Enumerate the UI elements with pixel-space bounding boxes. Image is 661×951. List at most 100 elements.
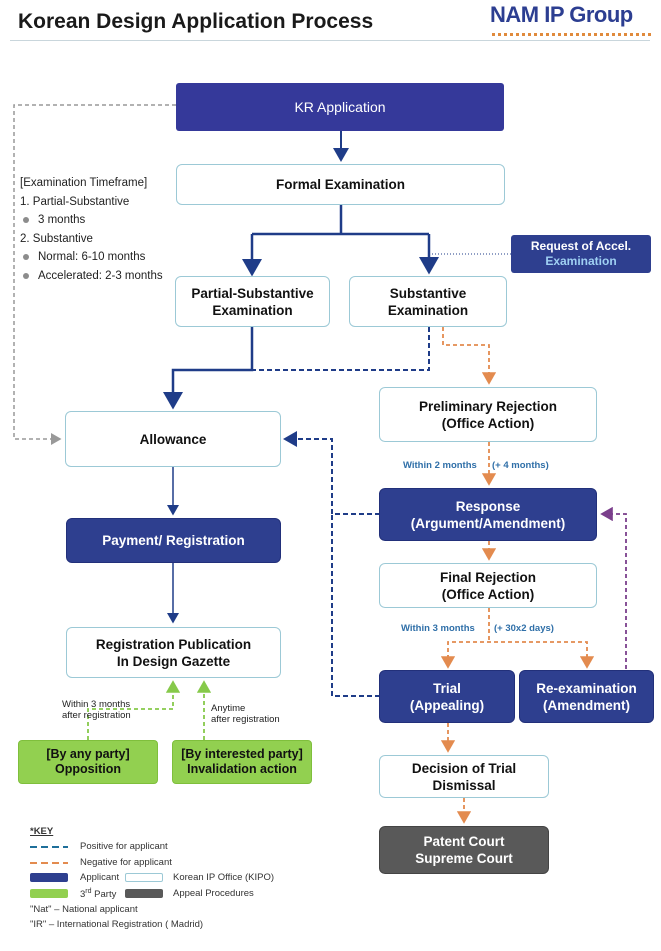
edge-reexam-response (600, 506, 627, 669)
response-line2: (Argument/Amendment) (410, 515, 566, 531)
legend-positive-swatch (30, 846, 68, 848)
legend-third-party-swatch (30, 889, 68, 898)
invalidation-box: [By interested party] Invalidation actio… (172, 740, 312, 784)
legend-ir-note: "IR" – International Registration ( Madr… (30, 919, 204, 930)
header-divider (10, 40, 650, 41)
final-rejection-line1: Final Rejection (439, 569, 537, 585)
opposition-box: [By any party] Opposition (18, 740, 158, 784)
payment-registration-box: Payment/ Registration (66, 518, 281, 563)
final-rejection-line2: (Office Action) (441, 586, 535, 602)
timeframe-item2-normal-row: Normal: 6-10 months (20, 248, 163, 267)
timeframe-item2-normal: Normal: 6-10 months (38, 251, 146, 263)
legend-third-party-text: Party (91, 889, 117, 901)
legend-kipo-label: Korean IP Office (KIPO) (173, 872, 275, 883)
edge-substantive-prelim (442, 327, 497, 385)
opposition-line2: Opposition (55, 762, 121, 776)
formal-exam-box: Formal Examination (176, 164, 505, 205)
legend-third-party-sup: rd (85, 888, 92, 895)
logo-underline (492, 33, 652, 36)
timeframe-item1-value-row: 3 months (20, 211, 163, 230)
timeframe-item2-accel-row: Accelerated: 2-3 months (20, 267, 163, 286)
opposition-time-label: Within 3 months after registration (62, 699, 131, 721)
reexam-box: Re-examination (Amendment) (519, 670, 654, 723)
substantive-exam-box: Substantive Examination (349, 276, 507, 327)
final-rejection-box: Final Rejection (Office Action) (379, 563, 597, 608)
edge-partial-allowance (163, 327, 254, 410)
legend-appeal-swatch (125, 889, 163, 898)
formal-exam-label: Formal Examination (275, 177, 406, 192)
legend-appeal-label: Appeal Procedures (173, 888, 254, 899)
invalidation-line2: Invalidation action (187, 762, 297, 776)
legend-positive-label: Positive for applicant (80, 841, 168, 852)
timeframe-heading: [Examination Timeframe] (20, 177, 148, 189)
edge-trial-allowance (331, 514, 380, 697)
decision-line2: Dismissal (432, 777, 496, 793)
trial-line1: Trial (433, 680, 461, 696)
legend: *KEY Positive for applicant Negative for… (30, 826, 370, 936)
invalidation-time-line1: Anytime (211, 703, 246, 714)
court-box: Patent Court Supreme Court (379, 826, 549, 874)
accel-line1: Request of Accel. (530, 239, 632, 253)
publication-box: Registration Publication In Design Gazet… (66, 627, 281, 678)
substantive-exam-line1: Substantive (389, 285, 467, 301)
partial-exam-line2: Examination (212, 302, 293, 318)
timeframe-item2: 2. Substantive (20, 232, 93, 245)
bullet-icon (23, 254, 29, 261)
publication-line2: In Design Gazette (116, 653, 231, 669)
legend-negative-swatch (30, 862, 68, 864)
plus-30x2-days-label: (+ 30x2 days) (494, 623, 554, 634)
company-logo: NAM IP Group (490, 2, 633, 27)
trial-box: Trial (Appealing) (379, 670, 515, 723)
allowance-label: Allowance (139, 431, 207, 447)
trial-line2: (Appealing) (409, 697, 485, 713)
edge-final-bar (447, 641, 588, 666)
court-line1: Patent Court (423, 834, 505, 849)
response-box: Response (Argument/Amendment) (379, 488, 597, 541)
kr-application-label: KR Application (294, 98, 386, 115)
invalidation-time-line2: after registration (211, 714, 280, 725)
kr-application-box: KR Application (176, 83, 504, 131)
timeframe-item1-value: 3 months (38, 214, 86, 226)
legend-applicant-swatch (30, 873, 68, 882)
decision-box: Decision of Trial Dismissal (379, 755, 549, 798)
prelim-rejection-box: Preliminary Rejection (Office Action) (379, 387, 597, 442)
bullet-icon (23, 217, 29, 224)
payment-registration-label: Payment/ Registration (102, 533, 245, 548)
legend-nat-note: "Nat" – National applicant (30, 904, 138, 915)
response-line1: Response (455, 498, 521, 514)
prelim-rejection-line1: Preliminary Rejection (418, 398, 558, 414)
edge-opposition-publication (87, 680, 181, 740)
opposition-time-line1: Within 3 months (62, 699, 131, 710)
decision-line1: Decision of Trial (411, 760, 517, 776)
publication-line1: Registration Publication (95, 636, 252, 652)
opposition-line1: [By any party] (46, 747, 130, 761)
court-line2: Supreme Court (415, 851, 513, 866)
partial-exam-box: Partial-Substantive Examination (175, 276, 330, 327)
reexam-line2: (Amendment) (543, 697, 630, 713)
reexam-line1: Re-examination (536, 680, 637, 696)
timeframe-panel: [Examination Timeframe] 1. Partial-Subst… (20, 174, 163, 285)
legend-applicant-label: Applicant (80, 872, 120, 883)
legend-title: *KEY (30, 826, 54, 837)
legend-kipo-swatch (125, 873, 163, 882)
timeframe-item2-accel: Accelerated: 2-3 months (38, 269, 163, 282)
prelim-rejection-line2: (Office Action) (441, 415, 535, 431)
within-2-months-label: Within 2 months (403, 460, 477, 471)
page-title: Korean Design Application Process (18, 10, 374, 33)
accel-line2: Examination (545, 254, 617, 268)
bullet-icon (23, 272, 29, 279)
edge-kr-allowance (13, 104, 176, 445)
legend-third-party-num: 3 (80, 889, 86, 901)
invalidation-time-label: Anytime after registration (211, 703, 280, 725)
edge-response-allowance (283, 431, 380, 515)
within-3-months-label: Within 3 months (401, 623, 475, 634)
invalidation-line1: [By interested party] (181, 747, 303, 761)
accel-request-box: Request of Accel. Examination (511, 235, 651, 273)
legend-third-party-label: 3rd Party (80, 888, 116, 900)
plus-4-months-label: (+ 4 months) (492, 460, 549, 471)
opposition-time-line2: after registration (62, 710, 131, 721)
partial-exam-line1: Partial-Substantive (191, 285, 314, 301)
substantive-exam-line2: Examination (387, 302, 469, 318)
allowance-box: Allowance (65, 411, 281, 467)
